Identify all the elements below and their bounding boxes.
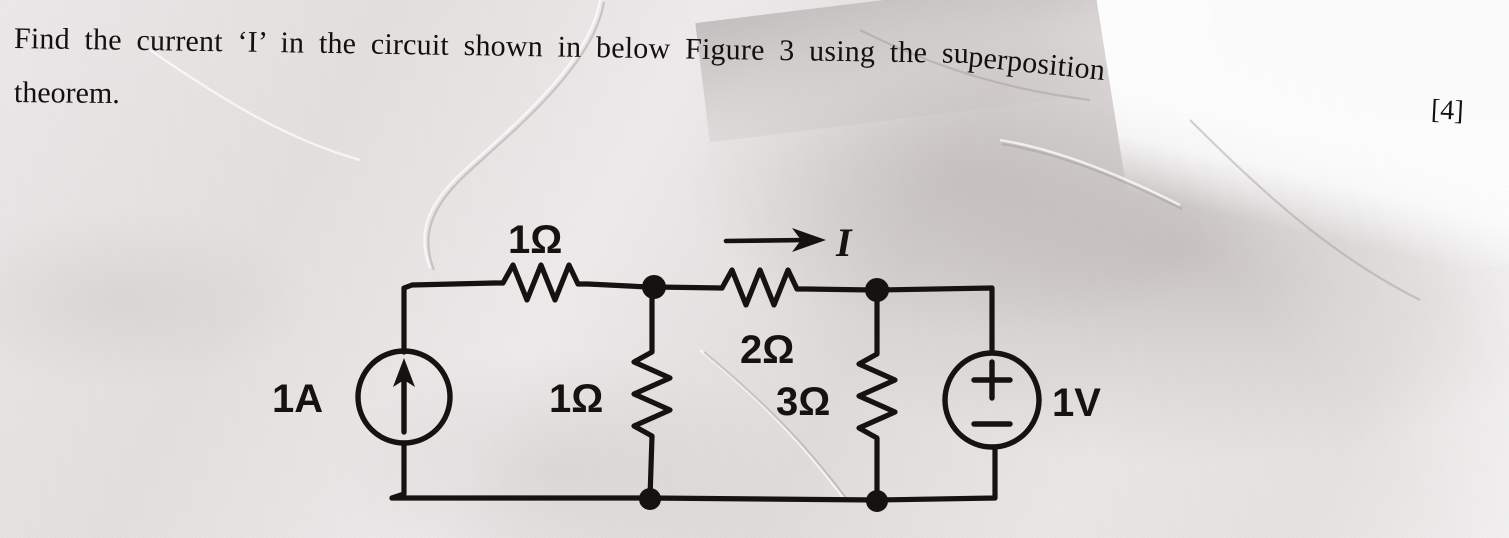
wire-isource-to-bottom-rail: [389, 440, 407, 501]
current-source-label: 1A: [272, 377, 323, 421]
voltage-source-plus-icon: [971, 359, 1013, 401]
node-dot-a-bottom: [639, 488, 661, 510]
resistor-label-1ohm-series: 1Ω: [508, 218, 562, 262]
resistor-label-2ohm-series: 2Ω: [740, 328, 794, 372]
current-source-arrow-head: [393, 358, 415, 387]
current-direction-arrow-shaft: [723, 237, 811, 244]
resistor-1ohm-shunt-symbol: [631, 284, 673, 501]
node-dot-b-top: [865, 278, 889, 302]
resistor-label-1ohm-shunt: 1Ω: [549, 377, 603, 421]
resistor-2ohm-series-symbol: [719, 267, 875, 308]
wire-top-left: [401, 280, 497, 355]
resistor-1ohm-series-symbol: [491, 262, 651, 303]
resistor-label-3ohm-shunt: 3Ω: [776, 380, 830, 424]
node-dot-a-top: [642, 275, 666, 299]
current-label-I: I: [835, 220, 853, 265]
node-dot-b-bottom: [866, 490, 888, 512]
paper-fold-highlight-right: [1129, 120, 1509, 538]
current-source-circle: [355, 348, 453, 446]
current-direction-arrow-head: [792, 228, 826, 252]
wire-bottom-rail: [389, 445, 998, 503]
resistor-3ohm-shunt-symbol: [856, 287, 898, 503]
wire-node-a-to-2ohm: [652, 284, 725, 291]
voltage-source-label: 1V: [1052, 381, 1101, 425]
wire-node-b-to-vsource: [874, 285, 995, 355]
voltage-source-circle: [942, 350, 1042, 450]
